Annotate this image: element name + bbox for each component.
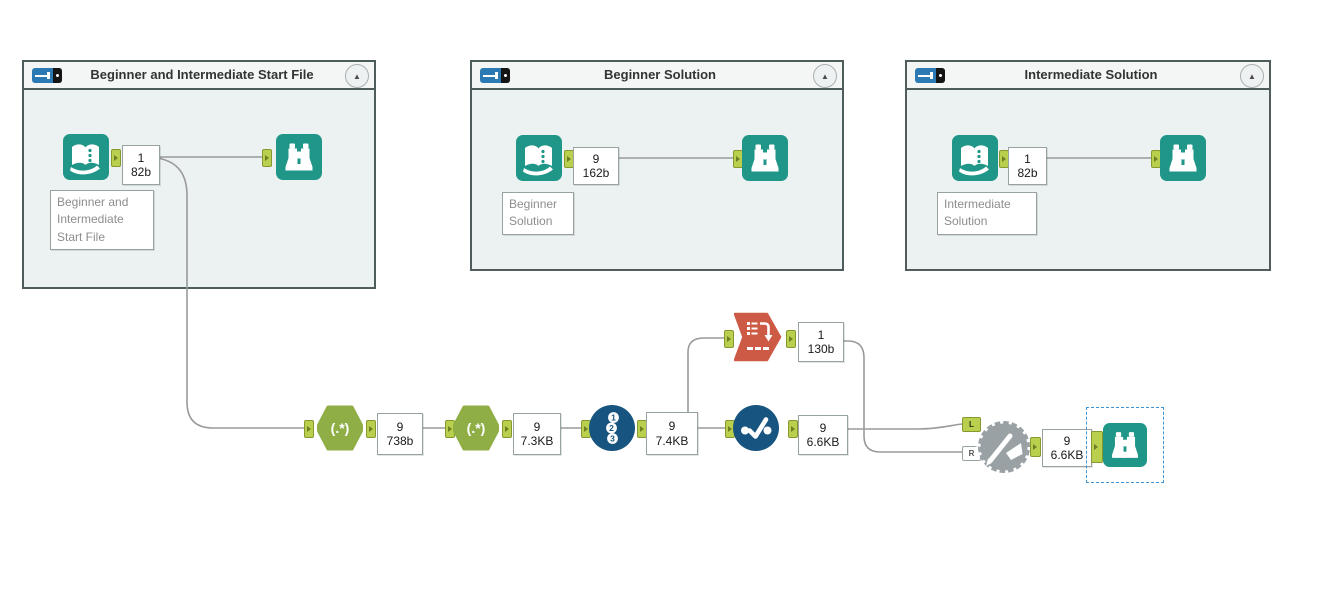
record-count: 1 (1024, 151, 1031, 166)
browse-tool[interactable] (742, 135, 788, 186)
collapse-arrow-icon: ▲ (821, 71, 829, 81)
record-count-annotation[interactable]: 9 6.6KB (798, 415, 848, 455)
input-anchor[interactable] (724, 330, 734, 348)
data-size: 6.6KB (1050, 448, 1084, 462)
container-enable-toggle-icon[interactable] (915, 68, 945, 83)
tool-caption[interactable]: Intermediate Solution (937, 192, 1037, 235)
dynamic-rename-icon (975, 418, 1033, 476)
record-count-annotation[interactable]: 9 162b (573, 147, 619, 185)
container-header[interactable]: Beginner and Intermediate Start File ▲ (24, 62, 374, 90)
record-count: 9 (668, 419, 676, 434)
svg-text:(.*): (.*) (467, 420, 486, 436)
browse-tool[interactable] (1160, 135, 1206, 186)
output-anchor[interactable] (502, 420, 512, 438)
svg-text:2: 2 (609, 423, 614, 433)
record-count: 1 (137, 150, 145, 165)
container-title: Intermediate Solution (1024, 67, 1158, 82)
container-header[interactable]: Intermediate Solution ▲ (907, 62, 1269, 90)
svg-text:(.*): (.*) (331, 420, 350, 436)
regex-tool[interactable]: (.*) (451, 404, 501, 457)
output-anchor[interactable] (1030, 437, 1041, 457)
record-count-annotation[interactable]: 9 7.4KB (646, 412, 698, 455)
unique-tool[interactable] (733, 405, 779, 456)
collapse-button[interactable]: ▲ (1240, 64, 1264, 88)
crosstab-tool[interactable] (733, 312, 782, 367)
svg-text:1: 1 (611, 413, 616, 423)
regex-icon: (.*) (315, 405, 365, 451)
input-anchor[interactable] (262, 149, 272, 167)
input-data-icon (63, 134, 109, 180)
crosstab-icon (733, 312, 782, 362)
record-count-annotation[interactable]: 9 6.6KB (1042, 429, 1092, 467)
record-count-annotation[interactable]: 1 130b (798, 322, 844, 362)
record-id-tool[interactable]: 1 2 3 (589, 405, 635, 456)
output-anchor[interactable] (788, 420, 798, 438)
data-size: 130b (807, 342, 835, 356)
input-data-tool[interactable] (516, 135, 562, 186)
connection-input1-regex1[interactable] (157, 157, 304, 429)
collapse-arrow-icon: ▲ (353, 71, 361, 81)
data-size: 7.4KB (655, 433, 689, 448)
browse-tool-selected[interactable] (1103, 423, 1147, 472)
input-data-icon (516, 135, 562, 181)
browse-icon (1103, 423, 1147, 467)
browse-tool[interactable] (276, 134, 322, 185)
data-size: 82b (1017, 166, 1038, 180)
tool-caption[interactable]: Beginner Solution (502, 192, 574, 235)
input-data-icon (952, 135, 998, 181)
input-data-tool[interactable] (63, 134, 109, 185)
connection-unique-rename-l[interactable] (846, 423, 963, 430)
regex-tool[interactable]: (.*) (315, 404, 365, 457)
data-size: 162b (582, 166, 610, 180)
input-data-tool[interactable] (952, 135, 998, 186)
data-size: 738b (386, 434, 414, 448)
svg-text:3: 3 (610, 434, 615, 444)
collapse-button[interactable]: ▲ (813, 64, 837, 88)
container-title: Beginner and Intermediate Start File (90, 67, 314, 82)
collapse-button[interactable]: ▲ (345, 64, 369, 88)
container-enable-toggle-icon[interactable] (480, 68, 510, 83)
left-input-anchor[interactable]: L (962, 417, 981, 432)
record-count-annotation[interactable]: 9 7.3KB (513, 413, 561, 455)
record-count: 9 (592, 151, 600, 166)
record-count-annotation[interactable]: 9 738b (377, 413, 423, 455)
record-count: 1 (817, 327, 825, 342)
connection-recordid-crosstab[interactable] (687, 337, 724, 412)
selection-outline (1086, 407, 1164, 483)
record-id-icon: 1 2 3 (589, 405, 635, 451)
data-size: 82b (130, 165, 152, 179)
browse-icon (276, 134, 322, 180)
record-count: 9 (819, 420, 827, 435)
regex-icon: (.*) (451, 405, 501, 451)
container-enable-toggle-icon[interactable] (32, 68, 62, 83)
unique-icon (733, 405, 779, 451)
dynamic-rename-tool[interactable] (975, 418, 1033, 481)
input-anchor[interactable] (304, 420, 314, 438)
tool-caption[interactable]: Beginner and Intermediate Start File (50, 190, 154, 251)
browse-icon (742, 135, 788, 181)
record-count: 9 (396, 419, 404, 434)
record-count: 9 (1063, 433, 1071, 448)
output-anchor[interactable] (786, 330, 796, 348)
collapse-arrow-icon: ▲ (1248, 71, 1256, 81)
data-size: 7.3KB (520, 434, 554, 448)
output-anchor[interactable] (111, 149, 121, 167)
output-anchor[interactable] (366, 420, 376, 438)
connection-crosstab-rename-r[interactable] (842, 340, 962, 453)
record-count-annotation[interactable]: 1 82b (122, 145, 160, 185)
record-count-annotation[interactable]: 1 82b (1008, 147, 1047, 185)
record-count: 9 (533, 419, 541, 434)
container-header[interactable]: Beginner Solution ▲ (472, 62, 842, 90)
container-title: Beginner Solution (604, 67, 716, 82)
browse-icon (1160, 135, 1206, 181)
input-anchor[interactable] (1091, 431, 1103, 463)
data-size: 6.6KB (806, 435, 840, 449)
